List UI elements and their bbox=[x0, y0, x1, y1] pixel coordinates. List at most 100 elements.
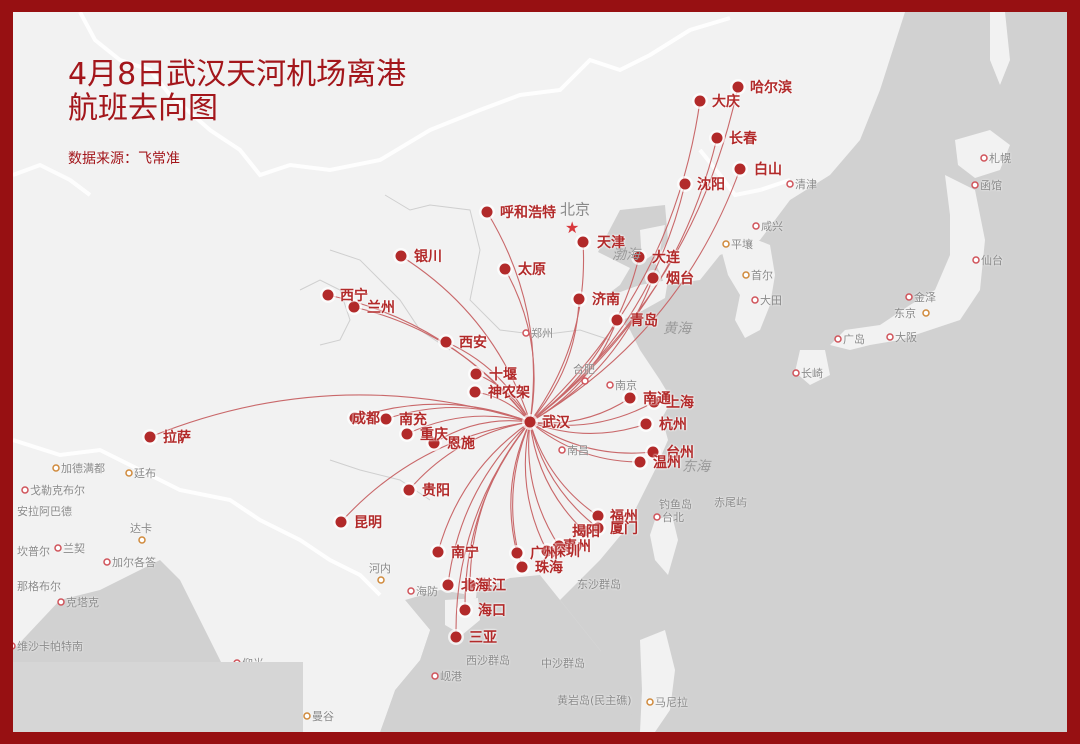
basemap-city-label: 兰契 bbox=[63, 542, 85, 555]
destination-dot[interactable] bbox=[349, 412, 361, 424]
destination-label: 十堰 bbox=[489, 367, 517, 383]
destination-dot[interactable] bbox=[499, 263, 511, 275]
basemap-city-dot bbox=[54, 544, 62, 552]
flight-route bbox=[529, 421, 599, 529]
destination-label: 深圳 bbox=[552, 544, 580, 560]
destination-label: 广州 bbox=[530, 546, 558, 562]
destination-dot[interactable] bbox=[647, 446, 659, 458]
destination-label: 重庆 bbox=[420, 427, 448, 443]
basemap-city-label: 马尼拉 bbox=[655, 696, 688, 709]
origin-dot-wuhan[interactable] bbox=[524, 416, 536, 428]
basemap-city-dot bbox=[581, 377, 589, 385]
basemap-city-label: 南京 bbox=[615, 379, 637, 392]
destination-dot[interactable] bbox=[395, 250, 407, 262]
destination-dot[interactable] bbox=[144, 431, 156, 443]
destination-dot[interactable] bbox=[611, 314, 623, 326]
destination-dot[interactable] bbox=[464, 579, 476, 591]
basemap-city-label: 仙台 bbox=[981, 254, 1003, 267]
capital-label: 北京 bbox=[560, 200, 591, 219]
basemap-city-dot bbox=[752, 222, 760, 230]
basemap-city-label: 戈勒克布尔 bbox=[30, 484, 85, 497]
flight-route bbox=[149, 394, 531, 438]
destination-label: 温州 bbox=[653, 455, 681, 471]
province-lines bbox=[299, 194, 611, 501]
destination-dot[interactable] bbox=[578, 525, 590, 537]
destination-dot[interactable] bbox=[442, 579, 454, 591]
destination-dot[interactable] bbox=[553, 540, 565, 552]
destination-dot[interactable] bbox=[592, 522, 604, 534]
basemap-city-dot bbox=[13, 642, 16, 650]
basemap-city-label: 坎普尔 bbox=[17, 545, 50, 558]
destination-label: 呼和浩特 bbox=[500, 205, 556, 221]
destination-dot[interactable] bbox=[647, 272, 659, 284]
destination-dot[interactable] bbox=[403, 484, 415, 496]
destination-dot[interactable] bbox=[732, 81, 744, 93]
basemap-city-dot bbox=[52, 464, 60, 472]
destination-label: 兰州 bbox=[367, 300, 395, 316]
destination-label: 济南 bbox=[592, 292, 620, 308]
basemap-city-dot bbox=[125, 469, 133, 477]
basemap-city-label: 广岛 bbox=[843, 333, 865, 346]
destination-dot[interactable] bbox=[648, 396, 660, 408]
destination-dot[interactable] bbox=[541, 545, 553, 557]
destination-dot[interactable] bbox=[711, 132, 723, 144]
basemap-city-dot bbox=[751, 296, 759, 304]
destination-label: 贵阳 bbox=[422, 483, 450, 499]
destination-dot[interactable] bbox=[634, 456, 646, 468]
flight-route bbox=[529, 421, 641, 463]
destination-label: 大庆 bbox=[712, 94, 740, 110]
destination-dot[interactable] bbox=[432, 546, 444, 558]
destination-dot[interactable] bbox=[322, 289, 334, 301]
destination-dot[interactable] bbox=[633, 251, 645, 263]
route-map: ★ 4月8日武汉天河机场离港 航班去向图 数据来源：飞常准 清津咸兴平壤首尔大田… bbox=[13, 12, 1067, 732]
flight-route bbox=[327, 294, 531, 423]
destination-dot[interactable] bbox=[624, 392, 636, 404]
destination-label: 南充 bbox=[399, 412, 427, 428]
destination-dot[interactable] bbox=[511, 547, 523, 559]
destination-dot[interactable] bbox=[734, 163, 746, 175]
basemap-city-label: 南昌 bbox=[567, 444, 589, 457]
destination-dot[interactable] bbox=[469, 386, 481, 398]
basemap-city-dot bbox=[922, 309, 930, 317]
destination-dot[interactable] bbox=[694, 95, 706, 107]
basemap-city-label: 札幌 bbox=[989, 152, 1011, 165]
destination-label: 南宁 bbox=[451, 545, 479, 561]
flight-route bbox=[529, 397, 631, 424]
flight-route bbox=[385, 406, 531, 423]
destination-dot[interactable] bbox=[459, 604, 471, 616]
destination-dot[interactable] bbox=[573, 293, 585, 305]
destination-dot[interactable] bbox=[348, 301, 360, 313]
basemap-city-label: 钓鱼岛 bbox=[659, 498, 692, 511]
destination-dot[interactable] bbox=[335, 516, 347, 528]
flight-route bbox=[353, 306, 531, 423]
basemap-city-label: 首尔 bbox=[751, 269, 773, 282]
basemap-city-label: 合肥 bbox=[573, 363, 595, 376]
destination-dot[interactable] bbox=[440, 336, 452, 348]
flight-route bbox=[529, 401, 655, 426]
destination-dot[interactable] bbox=[640, 418, 652, 430]
destination-dot[interactable] bbox=[470, 368, 482, 380]
basemap: ★ bbox=[13, 12, 1067, 732]
destination-dot[interactable] bbox=[450, 631, 462, 643]
destination-label: 拉萨 bbox=[163, 430, 191, 446]
destination-dot[interactable] bbox=[481, 206, 493, 218]
destination-dot[interactable] bbox=[380, 413, 392, 425]
destination-dot[interactable] bbox=[516, 561, 528, 573]
destination-label: 三亚 bbox=[469, 630, 497, 646]
destination-dot[interactable] bbox=[592, 510, 604, 522]
basemap-city-dot bbox=[431, 672, 439, 680]
destination-dot[interactable] bbox=[428, 437, 440, 449]
destination-dot[interactable] bbox=[577, 236, 589, 248]
basemap-city-label: 大阪 bbox=[895, 331, 917, 344]
destination-dot[interactable] bbox=[401, 428, 413, 440]
basemap-city-dot bbox=[103, 558, 111, 566]
destination-label: 哈尔滨 bbox=[750, 80, 792, 96]
flight-route bbox=[486, 211, 535, 423]
basemap-city-dot bbox=[21, 486, 29, 494]
basemap-city-dot bbox=[742, 271, 750, 279]
basemap-city-dot bbox=[653, 513, 661, 521]
destination-dot[interactable] bbox=[679, 178, 691, 190]
title-line-1: 4月8日武汉天河机场离港 bbox=[68, 57, 407, 92]
basemap-city-label: 东京 bbox=[894, 307, 916, 320]
